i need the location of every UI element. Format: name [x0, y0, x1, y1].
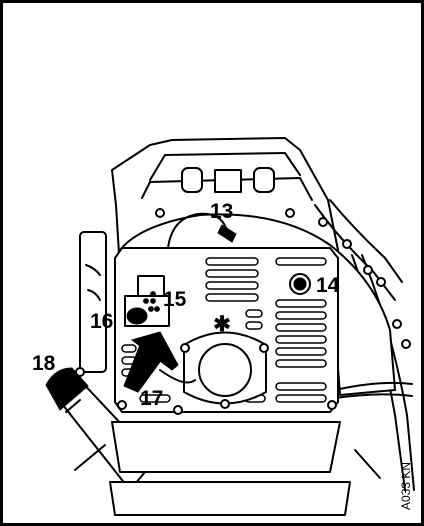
callout-15: 15 [163, 288, 187, 311]
figure-code: A033 KN [399, 462, 413, 510]
callout-17: 17 [140, 387, 163, 410]
primer-bulb [290, 274, 310, 294]
callout-16: 16 [90, 310, 113, 333]
callout-13: 13 [210, 200, 233, 223]
callout-18: 18 [32, 352, 56, 375]
callout-14: 14 [316, 274, 340, 297]
fuel-tank-side [80, 232, 106, 372]
starter-housing [181, 333, 268, 409]
base-frame [75, 422, 380, 515]
asterisk-symbol: ✱ [213, 313, 231, 336]
